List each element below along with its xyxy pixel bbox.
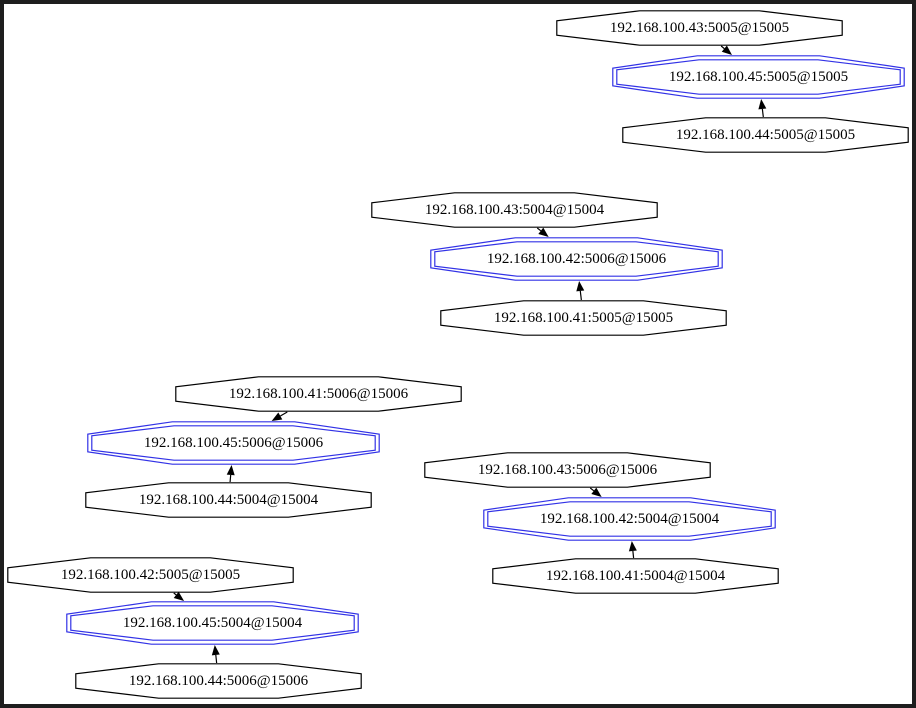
octagon-outline xyxy=(75,663,362,699)
node-label: 192.168.100.41:5005@15005 xyxy=(493,309,674,326)
edge-arrow xyxy=(271,411,288,421)
edge-arrow xyxy=(720,45,733,55)
octagon-outline xyxy=(175,376,462,412)
graph-node-highlighted: 192.168.100.42:5004@15004 xyxy=(483,497,776,541)
graph-node: 192.168.100.44:5005@15005 xyxy=(622,117,909,153)
graph-node: 192.168.100.44:5004@15004 xyxy=(85,482,372,518)
graph-node: 192.168.100.43:5006@15006 xyxy=(424,452,711,488)
graph-node-highlighted: 192.168.100.45:5006@15006 xyxy=(87,421,380,465)
graph-node: 192.168.100.41:5005@15005 xyxy=(440,300,727,336)
node-label: 192.168.100.44:5006@15006 xyxy=(128,672,309,689)
graph-node: 192.168.100.42:5005@15005 xyxy=(7,557,294,593)
graph-node: 192.168.100.41:5004@15004 xyxy=(492,558,779,594)
graph-node: 192.168.100.44:5006@15006 xyxy=(75,663,362,699)
edge-layer xyxy=(173,45,767,664)
node-label: 192.168.100.41:5004@15004 xyxy=(545,567,726,584)
octagon-outline xyxy=(556,10,843,46)
graph-node-highlighted: 192.168.100.42:5006@15006 xyxy=(430,237,723,281)
octagon-outline xyxy=(492,558,779,594)
edge-arrow xyxy=(576,281,585,301)
doubleoctagon-outline xyxy=(483,497,776,541)
node-label: 192.168.100.41:5006@15006 xyxy=(228,385,409,402)
node-label: 192.168.100.42:5005@15005 xyxy=(60,566,241,583)
graph-node: 192.168.100.43:5004@15004 xyxy=(371,192,658,228)
graph-node: 192.168.100.43:5005@15005 xyxy=(556,10,843,46)
node-label: 192.168.100.42:5004@15004 xyxy=(539,510,720,527)
octagon-outline xyxy=(622,117,909,153)
node-label: 192.168.100.43:5006@15006 xyxy=(477,461,658,478)
node-label: 192.168.100.44:5004@15004 xyxy=(138,491,319,508)
doubleoctagon-outline xyxy=(87,421,380,465)
octagon-outline xyxy=(371,192,658,228)
edge-arrow xyxy=(173,591,185,601)
node-label: 192.168.100.45:5004@15004 xyxy=(122,614,303,631)
octagon-outline xyxy=(7,557,294,593)
node-label: 192.168.100.43:5004@15004 xyxy=(424,201,605,218)
octagon-outline xyxy=(85,482,372,518)
edge-arrow xyxy=(589,487,602,497)
node-label: 192.168.100.45:5005@15005 xyxy=(668,68,849,85)
node-label: 192.168.100.44:5005@15005 xyxy=(675,126,856,143)
edge-arrow xyxy=(211,645,220,664)
octagon-outline xyxy=(424,452,711,488)
edge-arrow xyxy=(628,541,637,559)
octagon-outline xyxy=(440,300,727,336)
edge-arrow xyxy=(758,99,767,118)
node-label: 192.168.100.45:5006@15006 xyxy=(143,434,324,451)
graph-node: 192.168.100.41:5006@15006 xyxy=(175,376,462,412)
doubleoctagon-outline xyxy=(430,237,723,281)
edge-arrow xyxy=(226,465,235,483)
graph-node-highlighted: 192.168.100.45:5004@15004 xyxy=(66,601,359,645)
doubleoctagon-outline xyxy=(66,601,359,645)
doubleoctagon-outline xyxy=(612,55,905,99)
node-label: 192.168.100.43:5005@15005 xyxy=(609,19,790,36)
edge-arrow xyxy=(536,227,549,237)
node-label: 192.168.100.42:5006@15006 xyxy=(486,250,667,267)
graph-node-highlighted: 192.168.100.45:5005@15005 xyxy=(612,55,905,99)
